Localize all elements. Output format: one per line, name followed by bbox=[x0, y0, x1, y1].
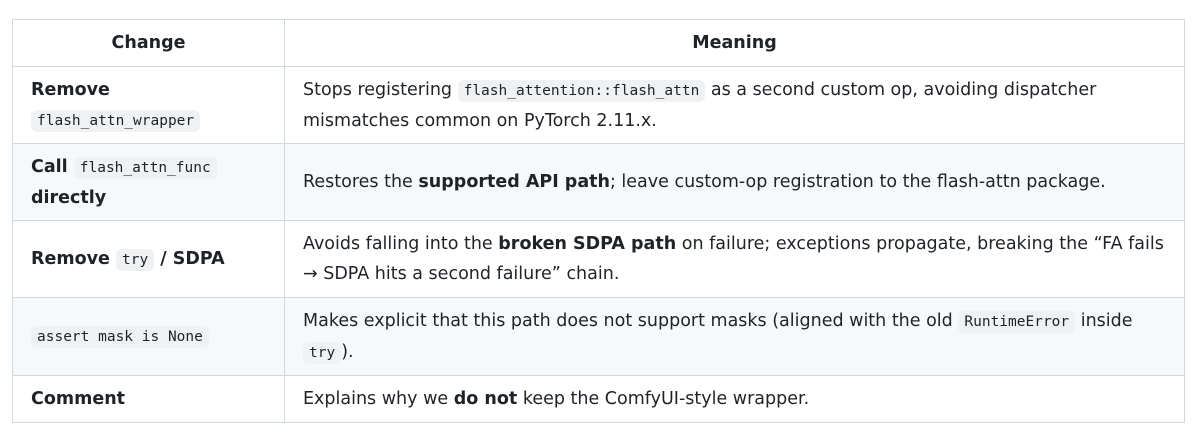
table-row: Comment Explains why we do not keep the … bbox=[12, 375, 1185, 423]
inline-code: try bbox=[115, 248, 155, 271]
meaning-emphasis: supported API path bbox=[418, 172, 610, 192]
table-row: Call flash_attn_func directly Restores th… bbox=[12, 143, 1185, 221]
table-row: assert mask is None Makes explicit that … bbox=[12, 297, 1185, 376]
inline-code: try bbox=[303, 341, 342, 364]
change-meaning-table-container: Change Meaning Remove flash_attn_wrapper … bbox=[12, 19, 1185, 423]
meaning-emphasis: do not bbox=[453, 389, 518, 409]
meaning-emphasis: broken SDPA path bbox=[498, 234, 677, 254]
change-text: / SDPA bbox=[160, 248, 225, 269]
change-cell: Comment bbox=[12, 375, 285, 423]
table-header-row: Change Meaning bbox=[12, 19, 1185, 67]
meaning-text: Explains why we bbox=[303, 389, 449, 409]
change-cell: assert mask is None bbox=[12, 297, 285, 376]
table-row: Remove flash_attn_wrapper Stops registeri… bbox=[12, 66, 1185, 144]
meaning-text: Makes explicit that this path does not s… bbox=[303, 310, 953, 331]
meaning-text: keep the ComfyUI-style wrapper. bbox=[522, 389, 810, 409]
meaning-text: Stops registering bbox=[303, 79, 453, 100]
meaning-cell: Makes explicit that this path does not s… bbox=[284, 297, 1185, 376]
meaning-cell: Restores the supported API path; leave c… bbox=[284, 143, 1185, 221]
change-cell: Call flash_attn_func directly bbox=[12, 143, 285, 221]
change-text: Call bbox=[31, 156, 68, 177]
meaning-text: on failure; exceptions propagate, breaki… bbox=[303, 234, 1164, 284]
inline-code: flash_attn_func bbox=[73, 156, 217, 179]
table-row: Remove try / SDPA Avoids falling into th… bbox=[12, 220, 1185, 298]
meaning-text: ). bbox=[341, 341, 354, 362]
change-meaning-table: Change Meaning Remove flash_attn_wrapper … bbox=[12, 19, 1185, 423]
meaning-text: Restores the bbox=[303, 172, 413, 192]
meaning-cell: Stops registering flash_attention::flash… bbox=[284, 66, 1185, 144]
inline-code: flash_attn_wrapper bbox=[31, 109, 201, 132]
meaning-text: ; leave custom-op registration to the fl… bbox=[609, 172, 1106, 192]
inline-code: assert mask is None bbox=[31, 326, 209, 348]
meaning-text: Avoids falling into the bbox=[303, 234, 493, 254]
change-text: Comment bbox=[31, 389, 126, 409]
meaning-text: inside bbox=[1080, 310, 1133, 331]
change-text: Remove bbox=[31, 79, 110, 100]
meaning-cell: Explains why we do not keep the ComfyUI-… bbox=[284, 375, 1185, 423]
change-cell: Remove try / SDPA bbox=[12, 220, 285, 298]
change-text: directly bbox=[31, 187, 107, 208]
change-cell: Remove flash_attn_wrapper bbox=[12, 66, 285, 144]
inline-code: flash_attention::flash_attn bbox=[457, 79, 706, 102]
column-header-meaning: Meaning bbox=[284, 19, 1185, 67]
column-header-change: Change bbox=[12, 19, 285, 67]
inline-code: RuntimeError bbox=[958, 310, 1076, 333]
meaning-text: as a second custom op, avoiding dispatch… bbox=[303, 79, 1097, 131]
change-text: Remove bbox=[31, 248, 110, 269]
meaning-cell: Avoids falling into the broken SDPA path… bbox=[284, 220, 1185, 298]
